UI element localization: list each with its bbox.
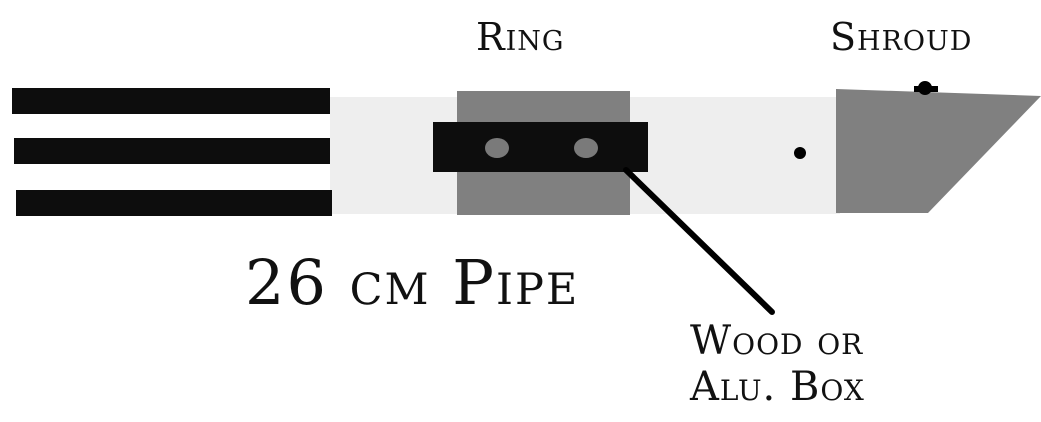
box-label-line-2: Alu. Box <box>690 364 865 410</box>
ring-label: Ring <box>476 15 565 59</box>
shroud <box>836 89 1041 213</box>
pipe-label: 26 cm Pipe <box>245 246 580 319</box>
shroud-emitter-mark <box>914 81 938 95</box>
box-label-line-1: Wood or <box>690 318 864 364</box>
box-screw-1 <box>485 138 509 158</box>
box-leader-line <box>623 167 775 315</box>
shroud-label: Shroud <box>830 15 973 59</box>
box-label: Wood or Alu. Box <box>690 318 865 410</box>
grip-stripe-3 <box>16 190 332 216</box>
box-screw-2 <box>574 138 598 158</box>
grip-stripe-2 <box>14 138 330 164</box>
pipe-dot <box>794 147 806 159</box>
box <box>433 122 648 172</box>
grip-stripe-1 <box>12 88 330 114</box>
